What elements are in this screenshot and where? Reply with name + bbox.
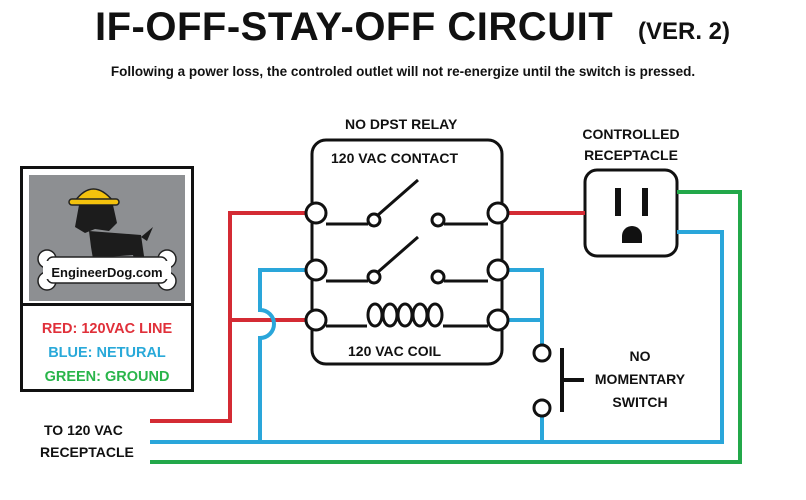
- legend-item-ground: GREEN: GROUND: [44, 369, 170, 385]
- relay-label: NO DPST RELAY: [345, 116, 458, 132]
- contact-pivot: [366, 269, 382, 285]
- contact-blade: [377, 235, 419, 274]
- wire-neutral-switch-top: [502, 268, 544, 350]
- coil-label: 120 VAC COIL: [348, 343, 442, 359]
- receptacle-label-line2: RECEPTACLE: [584, 147, 678, 163]
- relay-body: [310, 138, 504, 366]
- receptacle-body: [583, 168, 679, 258]
- relay-terminal: [304, 201, 328, 225]
- contact-label: 120 VAC CONTACT: [331, 150, 459, 166]
- logo-legend-box: EngineerDog.com RED: 120VAC LINE BLUE: N…: [20, 166, 194, 392]
- switch-label-line3: SWITCH: [612, 394, 668, 410]
- wire-neutral-in: [150, 230, 724, 444]
- wire-line-in: [150, 211, 312, 423]
- relay-coil: [366, 302, 444, 328]
- page-title: IF-OFF-STAY-OFF CIRCUIT: [95, 5, 614, 49]
- contact-point: [430, 269, 446, 285]
- relay-terminal: [486, 308, 510, 332]
- engineerdog-logo: EngineerDog.com: [29, 175, 185, 301]
- legend: RED: 120VAC LINE BLUE: NETURAL GREEN: GR…: [23, 303, 191, 392]
- switch-terminal: [532, 398, 552, 418]
- receptacle-label-line1: CONTROLLED: [582, 126, 680, 142]
- wire-neutral-relay: [258, 268, 312, 442]
- switch-label-line1: NO: [629, 348, 651, 364]
- legend-item-neutral: BLUE: NETURAL: [48, 345, 166, 361]
- subtitle: Following a power loss, the controled ou…: [110, 64, 696, 79]
- receptacle-ground-hole: [622, 226, 642, 243]
- switch-terminal: [532, 343, 552, 363]
- source-label-line2: RECEPTACLE: [40, 444, 134, 460]
- receptacle-slot-left: [615, 188, 621, 216]
- contact-blade: [377, 178, 419, 217]
- legend-item-line: RED: 120VAC LINE: [41, 321, 173, 337]
- source-label-line1: TO 120 VAC: [44, 422, 123, 438]
- contact-point: [430, 212, 446, 228]
- relay-terminal: [304, 308, 328, 332]
- relay-terminal: [304, 258, 328, 282]
- version-label: (VER. 2): [638, 18, 731, 45]
- relay-terminal: [486, 258, 510, 282]
- dog-icon: [37, 188, 177, 291]
- wire-ground: [150, 190, 742, 464]
- contact-pivot: [366, 212, 382, 228]
- relay-terminal: [486, 201, 510, 225]
- logo-text: EngineerDog.com: [51, 265, 163, 280]
- receptacle-slot-right: [642, 188, 648, 216]
- switch-label-line2: MOMENTARY: [594, 371, 686, 387]
